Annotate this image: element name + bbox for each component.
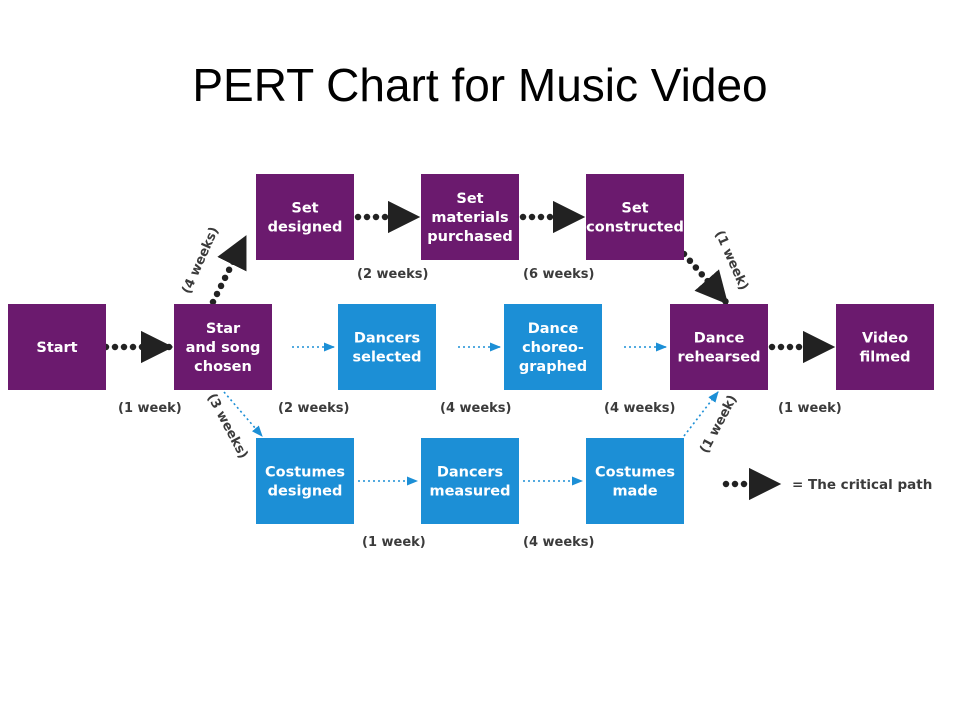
node-label-star: chosen xyxy=(194,359,252,375)
node-label-dmeas: Dancers xyxy=(437,465,503,481)
node-label-star: Star xyxy=(206,321,241,337)
node-label-setdes: designed xyxy=(268,220,343,236)
duration-label: (2 weeks) xyxy=(278,401,349,416)
node-dreh: Dance rehearsed xyxy=(670,304,768,390)
node-dchor: Dance choreo-graphed xyxy=(504,304,602,390)
node-label-start: Start xyxy=(36,340,77,356)
duration-label: (2 weeks) xyxy=(357,267,428,282)
page-title: PERT Chart for Music Video xyxy=(192,59,768,111)
node-start: Start xyxy=(8,304,106,390)
node-label-dmeas: measured xyxy=(429,484,510,500)
node-box-setmat xyxy=(421,174,519,260)
duration-label: (4 weeks) xyxy=(523,535,594,550)
node-video: Video filmed xyxy=(836,304,934,390)
node-dsel: Dancers selected xyxy=(338,304,436,390)
node-label-cmade: made xyxy=(612,484,657,500)
edge-cmade-to-dreh xyxy=(683,391,719,437)
node-box-cmade xyxy=(586,438,684,524)
node-box-dreh xyxy=(670,304,768,390)
duration-label: (4 weeks) xyxy=(440,401,511,416)
node-box-dchor xyxy=(504,304,602,390)
node-box-setcon xyxy=(586,174,684,260)
node-box-start xyxy=(8,304,106,390)
edge-star-to-setdes xyxy=(209,234,249,306)
node-label-dchor: choreo- xyxy=(522,340,584,356)
duration-label: (1 week) xyxy=(697,393,740,456)
node-label-setcon: Set xyxy=(621,201,648,217)
duration-label: (1 week) xyxy=(118,401,182,416)
node-box-setdes xyxy=(256,174,354,260)
duration-label: (1 week) xyxy=(711,228,751,292)
node-label-star: and song xyxy=(186,340,261,356)
node-label-video: filmed xyxy=(859,350,910,366)
duration-label: (1 week) xyxy=(778,401,842,416)
node-setmat: Set materials purchased xyxy=(421,174,519,260)
node-box-video xyxy=(836,304,934,390)
node-star: Star and song chosen xyxy=(174,304,272,390)
duration-label: (4 weeks) xyxy=(604,401,675,416)
node-box-cdes xyxy=(256,438,354,524)
node-label-setmat: purchased xyxy=(427,229,512,245)
node-label-dchor: graphed xyxy=(519,359,587,375)
node-cdes: Costumes designed xyxy=(256,438,354,524)
node-label-video: Video xyxy=(862,331,908,347)
duration-label: (1 week) xyxy=(362,535,426,550)
node-label-dsel: selected xyxy=(352,350,421,366)
node-label-dsel: Dancers xyxy=(354,331,420,347)
node-setdes: Set designed xyxy=(256,174,354,260)
node-label-dreh: rehearsed xyxy=(678,350,761,366)
duration-label: (3 weeks) xyxy=(204,391,251,461)
node-label-cdes: Costumes xyxy=(265,465,345,481)
edge-setcon-to-dreh xyxy=(680,250,730,306)
node-label-cdes: designed xyxy=(268,484,343,500)
node-setcon: Set constructed xyxy=(586,174,684,260)
node-label-setdes: Set xyxy=(291,201,318,217)
node-label-dchor: Dance xyxy=(528,321,579,337)
node-label-cmade: Costumes xyxy=(595,465,675,481)
node-dmeas: Dancers measured xyxy=(421,438,519,524)
node-label-dreh: Dance xyxy=(694,331,745,347)
node-box-dmeas xyxy=(421,438,519,524)
node-cmade: Costumes made xyxy=(586,438,684,524)
duration-label: (4 weeks) xyxy=(179,225,222,296)
node-box-dsel xyxy=(338,304,436,390)
node-box-star xyxy=(174,304,272,390)
node-label-setcon: constructed xyxy=(586,220,684,236)
duration-label: (6 weeks) xyxy=(523,267,594,282)
node-label-setmat: materials xyxy=(431,210,508,226)
node-label-setmat: Set xyxy=(456,191,483,207)
legend-label: = The critical path xyxy=(792,477,932,493)
